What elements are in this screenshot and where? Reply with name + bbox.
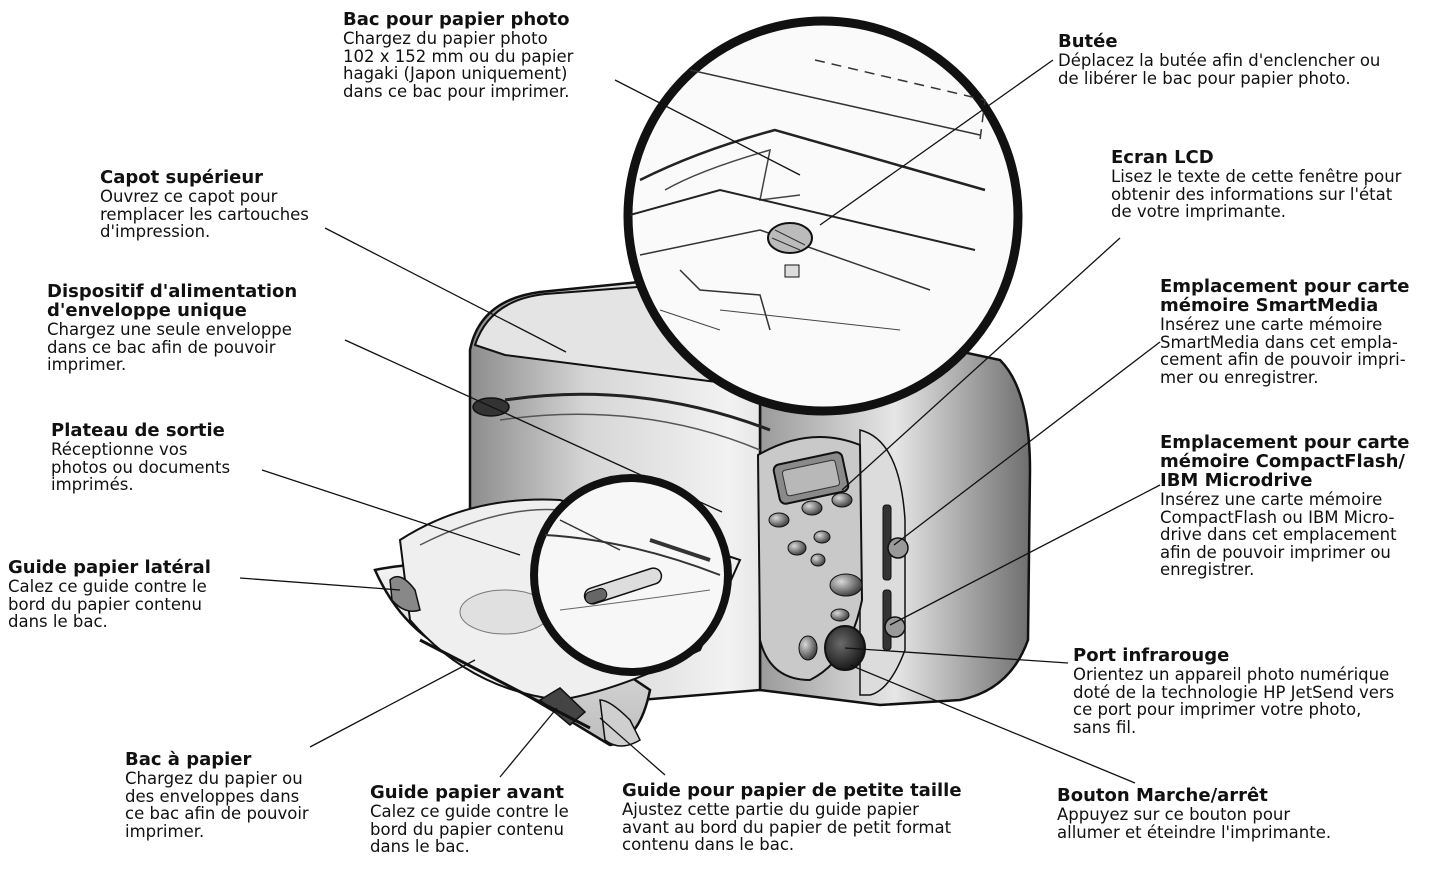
- callout-title: Bac pour papier photo: [343, 9, 570, 30]
- callout-title: Capot supérieur: [100, 167, 264, 188]
- callout-title: Ecran LCD: [1111, 147, 1214, 168]
- large-photo-tray-magnifier: [623, 16, 1023, 416]
- callout-title: Guide papier latéral: [8, 557, 211, 578]
- callout-bac-photo: Bac pour papier photo Chargez du papier …: [343, 10, 573, 100]
- side-paper-guide: [389, 575, 421, 612]
- leader-lines: [239, 59, 1161, 784]
- callout-guide-avant: Guide papier avant Calez ce guide contre…: [370, 783, 569, 856]
- callout-infrarouge: Port infrarouge Orientez un appareil pho…: [1073, 646, 1394, 736]
- envelope-slot: [504, 392, 771, 432]
- callout-title: Bac à papier: [125, 749, 252, 770]
- callout-marche-arret: Bouton Marche/arrêt Appuyez sur ce bouto…: [1057, 786, 1331, 841]
- callout-title: Guide pour papier de petite taille: [622, 780, 962, 801]
- front-paper-guide: [538, 687, 587, 726]
- callout-title: Bouton Marche/arrêt: [1057, 785, 1268, 806]
- callout-title: Butée: [1058, 31, 1118, 52]
- callout-ecran-lcd: Ecran LCD Lisez le texte de cette fenêtr…: [1111, 148, 1401, 221]
- callout-butee: Butée Déplacez la butée afin d'enclenche…: [1058, 32, 1380, 87]
- callout-guide-lateral: Guide papier latéral Calez ce guide cont…: [8, 558, 211, 631]
- control-buttons: [768, 492, 863, 661]
- large-magnifier-detail: [629, 59, 986, 331]
- small-magnifier-detail: [544, 519, 721, 611]
- callout-title: Plateau de sortie: [51, 420, 225, 441]
- callout-guide-petit: Guide pour papier de petite taille Ajust…: [622, 781, 962, 854]
- callout-title: Port infrarouge: [1073, 645, 1230, 666]
- callout-title: Guide papier avant: [370, 782, 565, 803]
- printer-illustration: [373, 16, 1032, 747]
